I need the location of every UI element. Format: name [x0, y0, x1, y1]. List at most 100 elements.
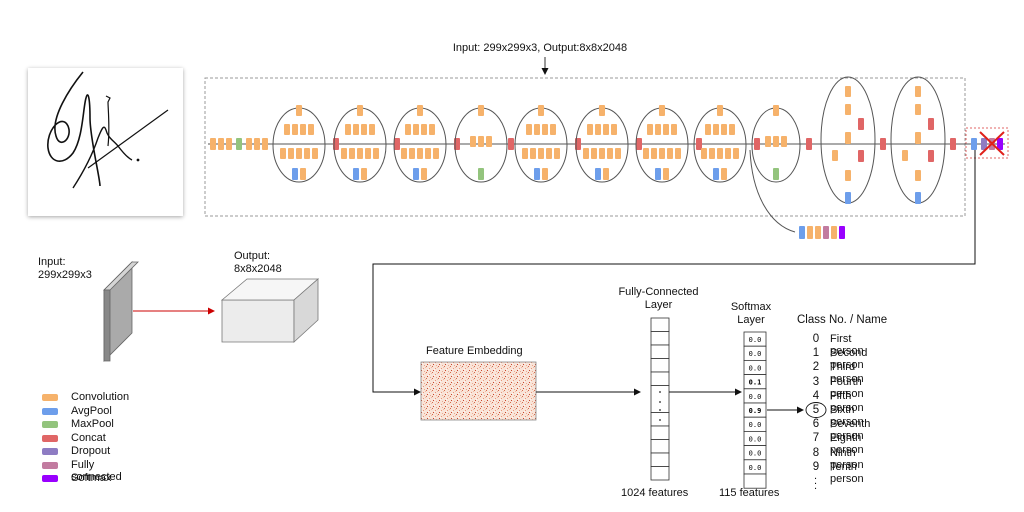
fc-neuron — [650, 331, 670, 346]
inception-module-outline — [333, 107, 387, 183]
module-c-convolution — [845, 132, 851, 144]
reduction-b-convolution — [773, 105, 779, 116]
module-convolution — [538, 148, 544, 159]
pipeline-connector — [372, 150, 976, 396]
output-cube-front — [221, 299, 295, 343]
module-c-convolution — [845, 170, 851, 181]
module-convolution — [353, 124, 359, 135]
module-convolution — [721, 168, 727, 180]
legend-label: AvgPool — [71, 404, 112, 417]
module-convolution — [280, 148, 286, 159]
legend-swatch — [42, 461, 58, 469]
module-c-concat — [858, 150, 864, 162]
module-top-convolution — [296, 105, 302, 116]
module-top-convolution — [357, 105, 363, 116]
module-convolution — [546, 148, 552, 159]
aux-classifier — [799, 226, 845, 239]
stem-convolution — [210, 138, 216, 150]
module-c-output-concat — [880, 138, 886, 150]
legend-label: Dropout — [71, 445, 111, 457]
module-convolution — [603, 168, 609, 180]
class-number: 4 — [812, 389, 820, 402]
stem-convolution — [254, 138, 260, 150]
stem-maxpool — [236, 138, 242, 150]
fc-neuron — [650, 425, 670, 440]
module-convolution — [583, 148, 589, 159]
module-c-concat — [928, 118, 934, 130]
reduction-convolution — [470, 136, 476, 147]
module-convolution — [647, 124, 653, 135]
module-convolution — [361, 124, 367, 135]
softmax-value: 0.0 — [749, 350, 762, 358]
class-name: Sixth person — [830, 404, 864, 428]
stem-convolution — [262, 138, 268, 150]
module-convolution — [429, 124, 435, 135]
module-convolution — [675, 148, 681, 159]
stem-convolution — [218, 138, 224, 150]
reduction-b-convolution — [773, 136, 779, 147]
module-avgpool — [595, 168, 601, 180]
fc-neuron — [650, 439, 670, 454]
fc-neuron — [650, 358, 670, 373]
feature-embedding-map — [420, 361, 537, 421]
module-convolution — [421, 168, 427, 180]
fc-neuron — [650, 466, 670, 481]
module-convolution — [433, 148, 439, 159]
fc-ellipsis-dot — [659, 401, 661, 403]
module-c-avgpool — [845, 192, 851, 204]
class-name: Eighth person — [830, 432, 864, 457]
module-convolution — [288, 148, 294, 159]
legend-swatch — [42, 394, 58, 401]
class-number: 3 — [812, 375, 820, 388]
class-number: 6 — [812, 418, 820, 431]
fc-neuron — [650, 344, 670, 359]
module-avgpool — [713, 168, 719, 180]
module-convolution — [655, 124, 661, 135]
module-convolution — [671, 124, 677, 135]
module-convolution — [373, 148, 379, 159]
class-name: Fourth person — [830, 375, 864, 400]
class-number: 5 — [812, 404, 820, 416]
top-io-label: Input: 299x299x3, Output:8x8x2048 — [452, 42, 628, 54]
module-avgpool — [534, 168, 540, 180]
module-convolution — [705, 124, 711, 135]
removed-x-stroke-2 — [979, 131, 1005, 156]
module-convolution — [607, 148, 613, 159]
fc-ellipsis-dot — [659, 391, 661, 393]
reduction-b-maxpool — [773, 168, 779, 180]
legend-label: Fully connected — [71, 458, 122, 483]
class-name: Third person — [830, 361, 864, 386]
class-name: First person — [830, 333, 864, 357]
softmax-layer-label: Softmax Layer — [730, 301, 772, 326]
fc-neuron — [650, 317, 670, 332]
stem-convolution — [246, 138, 252, 150]
legend-swatch — [42, 448, 58, 455]
inception-module-outline — [635, 107, 689, 183]
module-c-concat — [928, 150, 934, 162]
output-cube-side — [293, 278, 319, 343]
module-convolution — [361, 168, 367, 180]
module-convolution — [308, 124, 314, 135]
module-c-convolution — [845, 104, 851, 115]
module-convolution — [417, 148, 423, 159]
module-convolution — [300, 168, 306, 180]
legend-swatch — [42, 407, 58, 415]
module-concat — [636, 138, 642, 150]
module-convolution — [554, 148, 560, 159]
module-convolution — [421, 124, 427, 135]
module-convolution — [709, 148, 715, 159]
legend-label: MaxPool — [71, 418, 114, 430]
aux-avgpool — [799, 226, 805, 239]
inception-module-outline — [393, 107, 447, 183]
module-convolution — [611, 124, 617, 135]
input-label: Input: 299x299x3 — [38, 256, 92, 281]
module-convolution — [701, 148, 707, 159]
softmax-value: 0.0 — [749, 435, 762, 443]
aux-convolution — [815, 226, 821, 239]
class-header: Class No. / Name — [797, 314, 888, 326]
reduction-b-convolution — [765, 136, 771, 147]
module-avgpool — [413, 168, 419, 180]
module-convolution — [405, 124, 411, 135]
module-c-convolution — [845, 86, 851, 97]
